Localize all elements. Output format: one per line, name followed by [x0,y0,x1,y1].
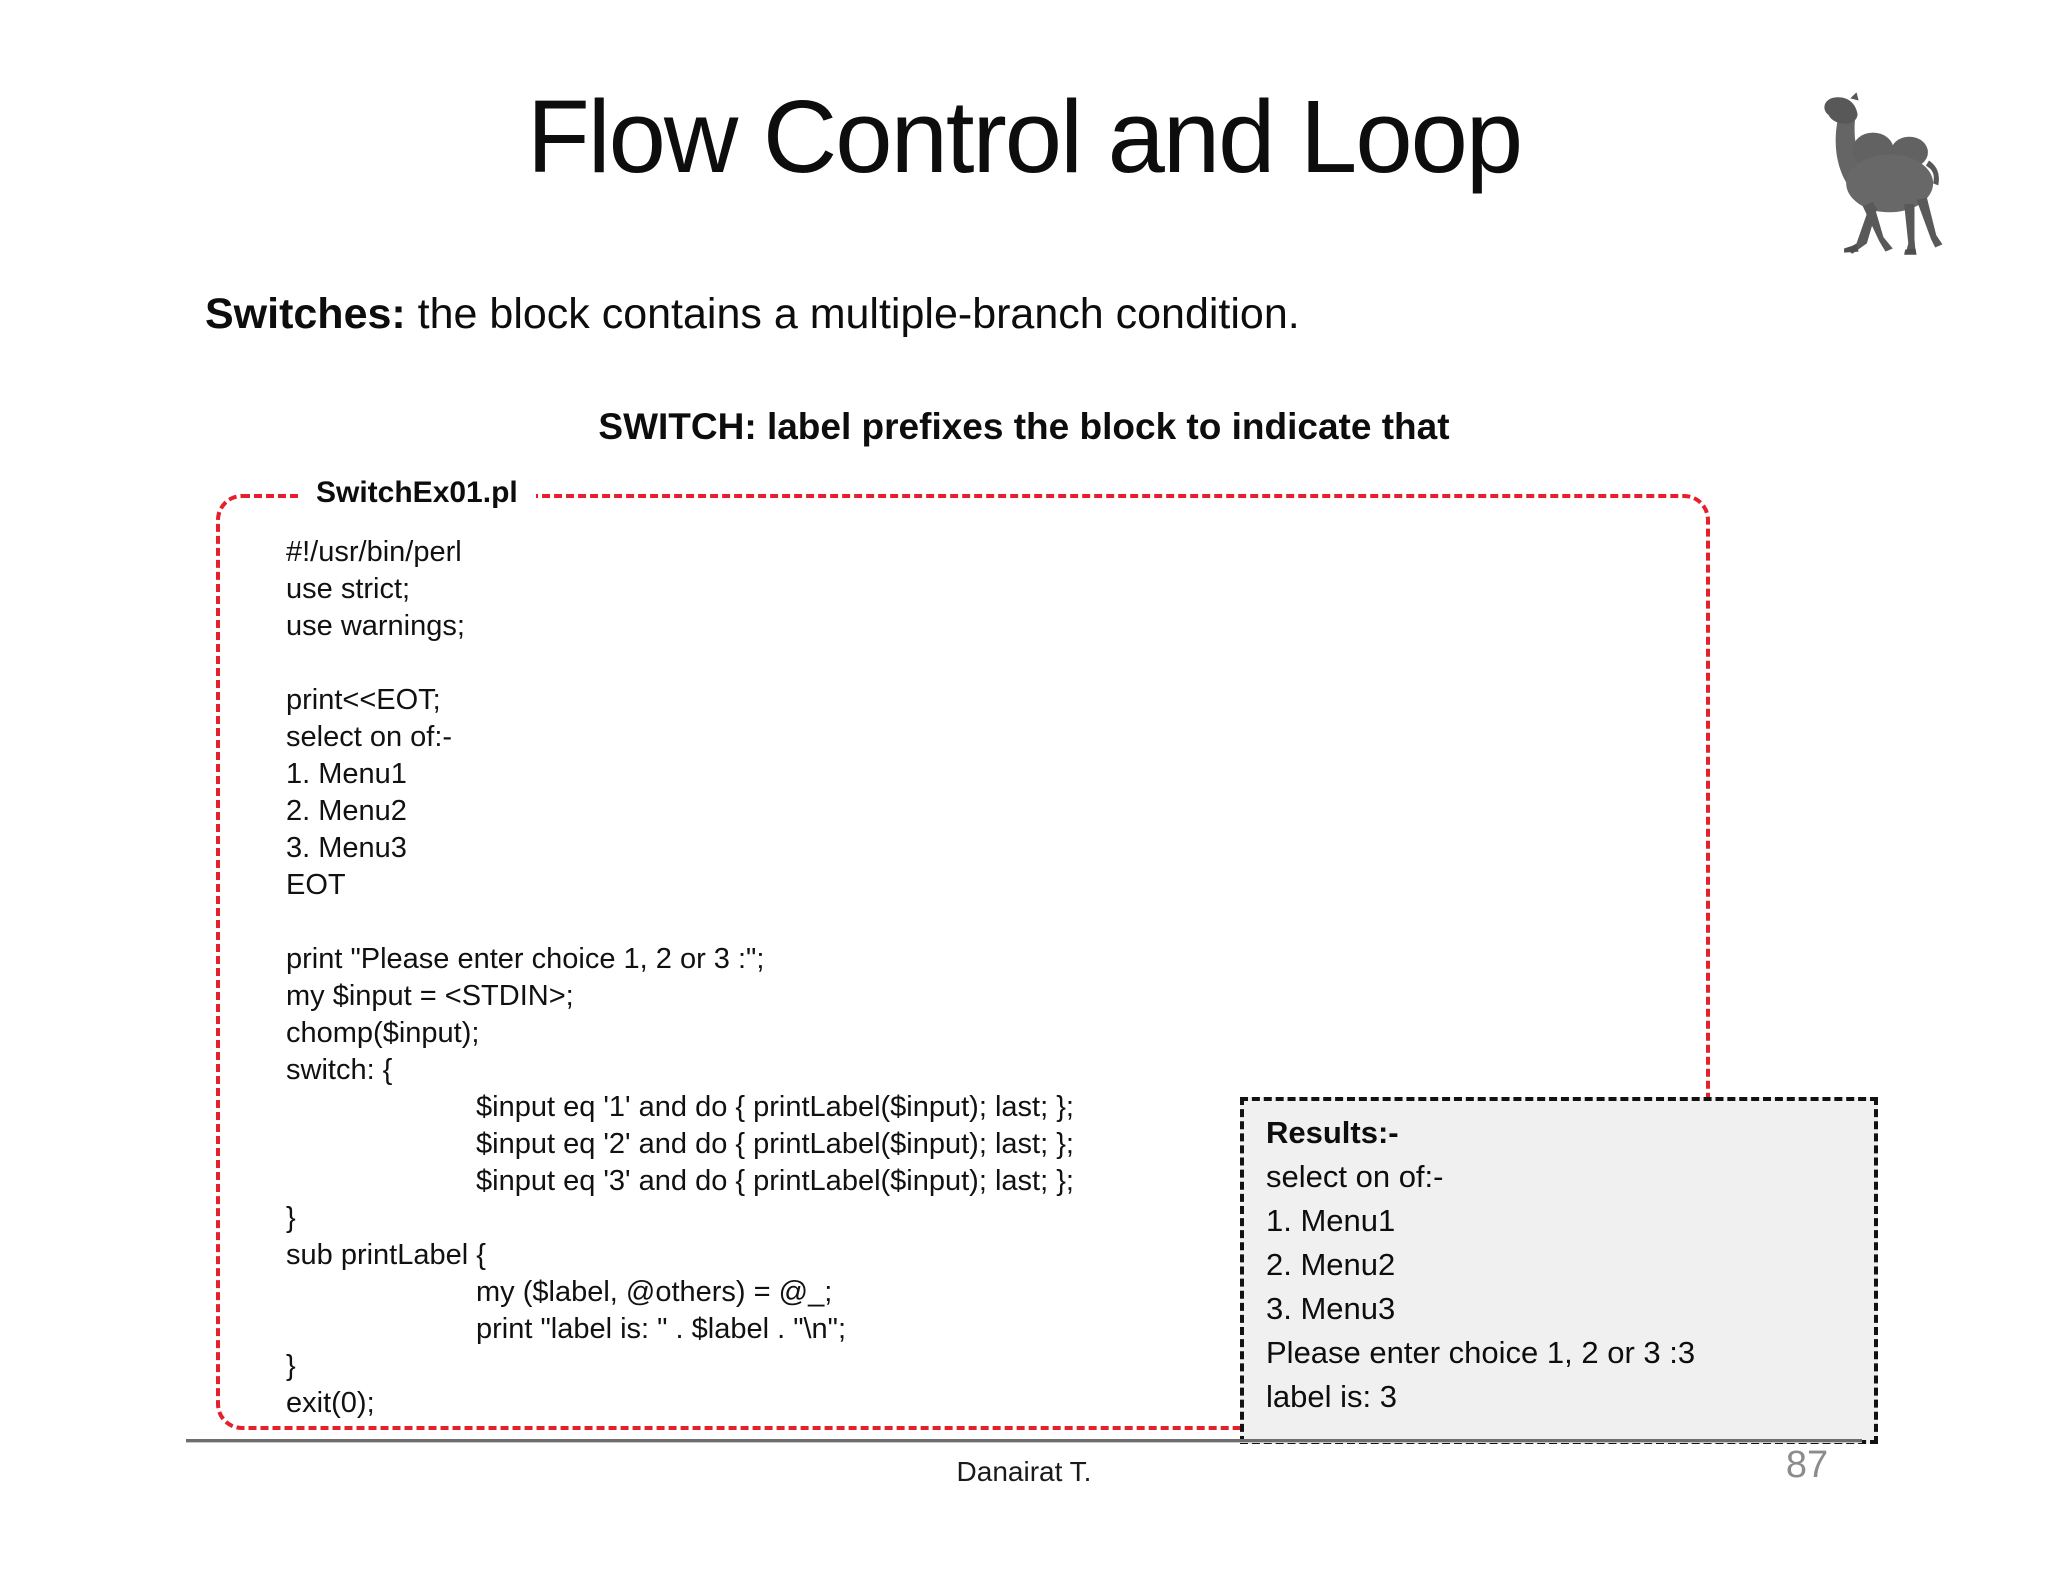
code-line: chomp($input); [286,1017,480,1049]
code-line: switch: { [286,1054,393,1086]
results-box: Results:- select on of:- 1. Menu1 2. Menu2… [1240,1097,1878,1444]
footer-separator [186,1439,1862,1443]
results-line: Please enter choice 1, 2 or 3 :3 [1266,1335,1696,1370]
code-line: print "Please enter choice 1, 2 or 3 :"; [286,943,765,975]
code-box: SwitchEx01.pl #!/usr/bin/perl use strict;… [216,476,1710,1430]
results-line: 2. Menu2 [1266,1247,1396,1282]
code-line: my ($label, @others) = @_; [476,1276,833,1308]
switches-text: the block contains a multiple-branch con… [405,290,1300,338]
code-line: my $input = <STDIN>; [286,980,574,1012]
page-number: 87 [1785,1444,1829,1486]
code-line [286,645,1686,682]
code-line: } [286,1202,296,1234]
code-line: print "label is: " . $label . "\n"; [476,1313,847,1345]
results-line: 3. Menu3 [1266,1291,1396,1326]
code-line: use warnings; [286,610,465,642]
switch-heading: SWITCH: label prefixes the block to indi… [598,406,1450,447]
switches-statement: Switches: the block contains a multiple-… [205,290,1300,339]
code-line: select on of:- [286,721,453,753]
code-filename-label: SwitchEx01.pl [298,476,536,510]
code-line: $input eq '1' and do { printLabel($input… [476,1091,1074,1123]
code-line: use strict; [286,573,411,605]
perl-camel-icon [1813,86,1958,262]
footer-author: Danairat T. [956,1456,1092,1487]
results-heading: Results:- [1266,1115,1399,1150]
code-line: print<<EOT; [286,684,441,716]
code-line: $input eq '2' and do { printLabel($input… [476,1128,1074,1160]
code-line: EOT [286,869,346,901]
results-line: label is: 3 [1266,1379,1397,1414]
code-line: #!/usr/bin/perl [286,536,462,568]
code-line: sub printLabel { [286,1239,486,1271]
code-line: 2. Menu2 [286,795,407,827]
code-line: exit(0); [286,1387,375,1419]
code-line: 3. Menu3 [286,832,407,864]
code-line: } [286,1350,296,1382]
page-title: Flow Control and Loop [526,79,1523,194]
results-line: 1. Menu1 [1266,1203,1396,1238]
switches-label: Switches: [205,290,406,338]
code-line: 1. Menu1 [286,758,407,790]
code-line [286,904,1686,941]
code-line: $input eq '3' and do { printLabel($input… [476,1165,1074,1197]
results-line: select on of:- [1266,1159,1444,1194]
